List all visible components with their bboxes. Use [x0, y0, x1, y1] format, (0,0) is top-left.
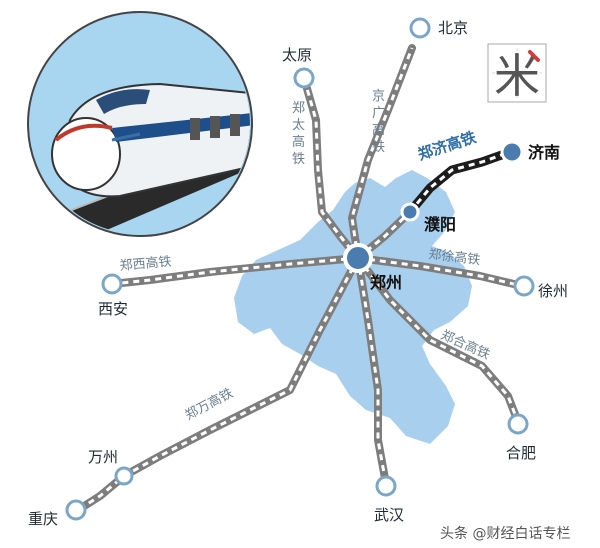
train-inset: [27, 11, 253, 237]
station-nodes: [65, 17, 535, 521]
label-hefei: 合肥: [506, 444, 536, 462]
label-wanzhou: 万州: [88, 448, 118, 466]
label-beijing: 北京: [438, 19, 468, 37]
label-taiyuan: 太原: [282, 46, 312, 64]
label-line-zhengxu: 郑徐高铁: [428, 246, 482, 268]
label-line-jingguang: 京广高铁: [372, 89, 385, 155]
label-line-zhengtai-text: 郑太高铁: [292, 101, 305, 167]
node-zhengzhou[interactable]: [343, 243, 373, 273]
label-jinan: 济南: [528, 143, 560, 162]
henan-province-shape: [234, 170, 472, 444]
node-xuzhou[interactable]: [513, 275, 535, 297]
train-icon: [30, 82, 250, 234]
node-beijing[interactable]: [409, 17, 431, 39]
node-taiyuan[interactable]: [293, 67, 315, 89]
label-line-zhengxi: 郑西高铁: [119, 254, 172, 274]
label-chongqing: 重庆: [28, 510, 58, 528]
label-line-zhengtai: 郑太高铁: [292, 101, 305, 167]
label-puyang: 濮阳: [424, 215, 456, 234]
node-hefei[interactable]: [507, 413, 529, 435]
logo-char: 米: [494, 49, 540, 103]
label-xuzhou: 徐州: [538, 282, 568, 300]
node-wuhan[interactable]: [375, 475, 397, 497]
label-xian: 西安: [98, 300, 128, 318]
label-zhengzhou: 郑州: [370, 273, 402, 292]
node-puyang[interactable]: [400, 202, 420, 222]
node-wanzhou[interactable]: [114, 466, 134, 486]
label-wuhan: 武汉: [374, 506, 404, 524]
node-jinan[interactable]: [500, 140, 524, 164]
label-line-zhengji: 郑济高铁: [416, 128, 479, 164]
node-chongqing[interactable]: [65, 499, 87, 521]
watermark: 头条 @财经白话专栏: [440, 525, 570, 542]
node-xian[interactable]: [101, 273, 123, 295]
label-line-jingguang-text: 京广高铁: [372, 89, 385, 155]
logo-icon: 米: [487, 43, 547, 103]
